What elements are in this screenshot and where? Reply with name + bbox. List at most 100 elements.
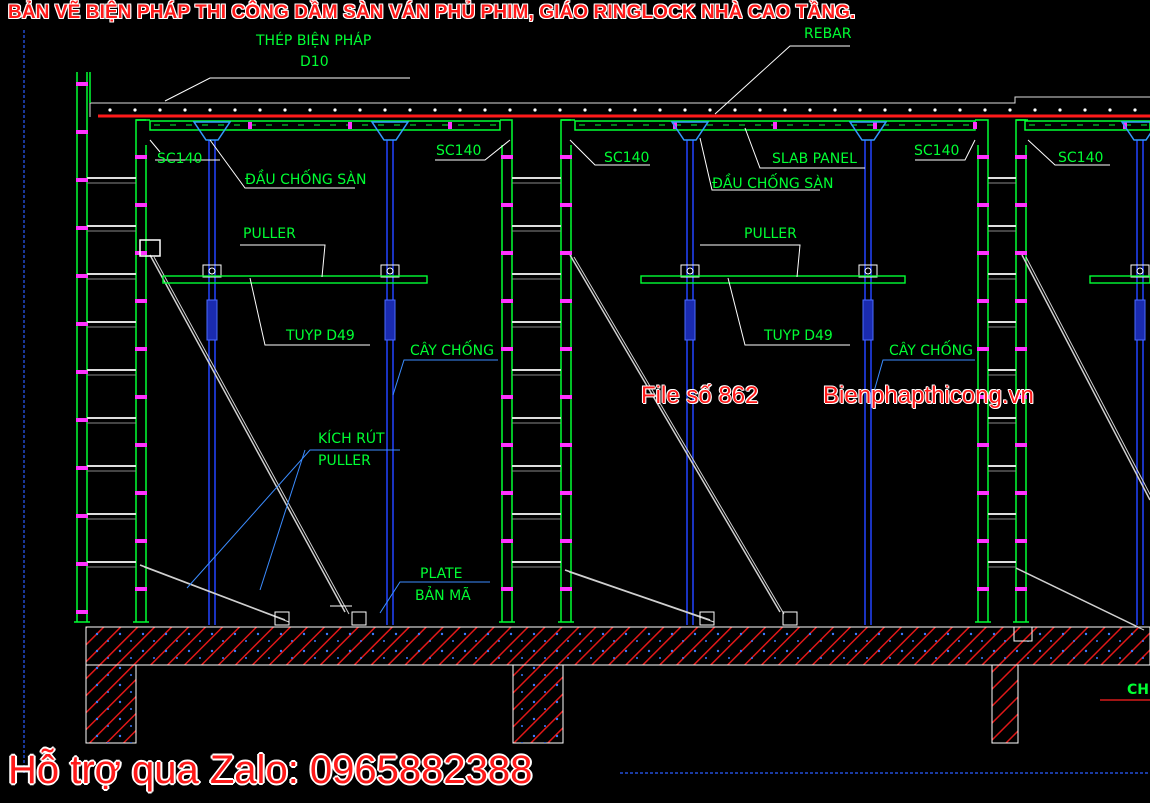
slab-panel: [149, 120, 501, 131]
ring-rosette: [1015, 203, 1027, 207]
ring-rosette: [76, 562, 88, 566]
ring-rosette: [977, 491, 989, 495]
rebar-dot: [458, 108, 462, 112]
ringlock-frame: [558, 145, 574, 623]
rebar-dot: [533, 108, 537, 112]
rebar-dot: [633, 108, 637, 112]
brace: [568, 571, 715, 623]
label-sc140-2: SC140: [436, 143, 481, 159]
rebar-dot: [258, 108, 262, 112]
ring-rosette: [135, 587, 147, 591]
ring-rosette: [560, 299, 572, 303]
label-kich-rut: KÍCH RÚT: [318, 429, 385, 447]
ring-rosette: [135, 299, 147, 303]
annotations: THÉP BIỆN PHÁP D10 REBAR SC140 SC140 SC1…: [157, 26, 1150, 698]
rebar-dot: [358, 108, 362, 112]
ringlock-frame: [975, 145, 991, 623]
rebar-dot: [908, 108, 912, 112]
diagonal-braces: [139, 239, 1150, 631]
label-rebar: REBAR: [804, 26, 852, 42]
rebar-dot: [733, 108, 737, 112]
prop-sleeve: [684, 299, 696, 341]
brace: [1021, 254, 1150, 501]
ring-rosette: [1015, 347, 1027, 351]
ring-rosette: [977, 539, 989, 543]
ring-rosette: [1015, 539, 1027, 543]
ring-rosette: [76, 130, 88, 134]
rebar-dot: [933, 108, 937, 112]
ring-rosette: [76, 322, 88, 326]
label-puller-2: PULLER: [744, 226, 797, 242]
support-contact: Hỗ trợ qua Zalo: 0965882388: [8, 748, 533, 792]
prop-sleeve: [1134, 299, 1146, 341]
ring-rosette: [560, 155, 572, 159]
rebar-dot: [1108, 108, 1112, 112]
rebar-dot: [233, 108, 237, 112]
frame-top: [135, 119, 150, 145]
panel-joint: [348, 122, 352, 129]
brace: [149, 254, 346, 613]
ring-rosette: [560, 587, 572, 591]
brace: [573, 256, 785, 615]
puller-clamp: [680, 264, 700, 278]
frame-top: [500, 119, 513, 145]
panel-joint: [773, 122, 777, 129]
rebar-dot: [558, 108, 562, 112]
frame-top: [975, 119, 989, 145]
ring-rosette: [977, 347, 989, 351]
prop-column: [192, 121, 232, 625]
ring-rosette: [560, 203, 572, 207]
upper-slab-outline: [89, 96, 1150, 117]
ring-rosette: [501, 155, 513, 159]
ring-rosette: [135, 203, 147, 207]
rebar-dot: [783, 108, 787, 112]
panel-joint: [973, 122, 977, 129]
brace: [1019, 569, 1145, 631]
ringlock-frames: [74, 72, 1029, 623]
label-sc140-1: SC140: [157, 151, 202, 167]
puller-clamp: [1130, 264, 1150, 278]
prop-column: [370, 121, 410, 625]
clamp-bolt: [1136, 267, 1144, 275]
rebar-dot: [1058, 108, 1062, 112]
panel-joint: [873, 122, 877, 129]
leader-lines: [149, 45, 1110, 346]
prop-column: [1120, 121, 1150, 625]
puller-clamp: [858, 264, 878, 278]
ring-rosette: [501, 347, 513, 351]
label-plate: PLATE: [420, 566, 462, 582]
rebar-dot: [708, 108, 712, 112]
slab-panels: [149, 120, 1150, 131]
label-puller-3: PULLER: [318, 453, 371, 469]
brace: [564, 569, 711, 621]
brace: [143, 566, 290, 623]
frame-top: [560, 119, 575, 145]
ring-rosette: [977, 587, 989, 591]
ring-rosette: [1015, 299, 1027, 303]
brace: [569, 254, 781, 613]
clamp-bolt: [686, 267, 694, 275]
rebar-dots: [108, 108, 1137, 112]
ring-rosette: [76, 82, 88, 86]
ring-rosette: [501, 251, 513, 255]
rebar-dot: [133, 108, 137, 112]
label-slab-panel: SLAB PANEL: [772, 151, 857, 167]
props: [192, 121, 1150, 625]
ring-rosette: [1015, 491, 1027, 495]
label-tuyp-2: TUYP D49: [763, 328, 833, 344]
brace-coupler: [139, 239, 161, 257]
rebar-dot: [208, 108, 212, 112]
ring-rosette: [135, 251, 147, 255]
label-tuyp-1: TUYP D49: [285, 328, 355, 344]
ring-rosette: [135, 539, 147, 543]
label-sc140-4: SC140: [914, 143, 959, 159]
clamp-bolt: [386, 267, 394, 275]
label-dau-chong-san-1: ĐẦU CHỐNG SÀN: [245, 169, 366, 188]
ring-rosette: [135, 443, 147, 447]
ring-rosette: [560, 251, 572, 255]
ring-rosette: [135, 395, 147, 399]
ring-rosette: [501, 587, 513, 591]
blue-leaders: [186, 359, 975, 614]
ring-rosette: [135, 155, 147, 159]
base-plates: [274, 605, 1033, 642]
